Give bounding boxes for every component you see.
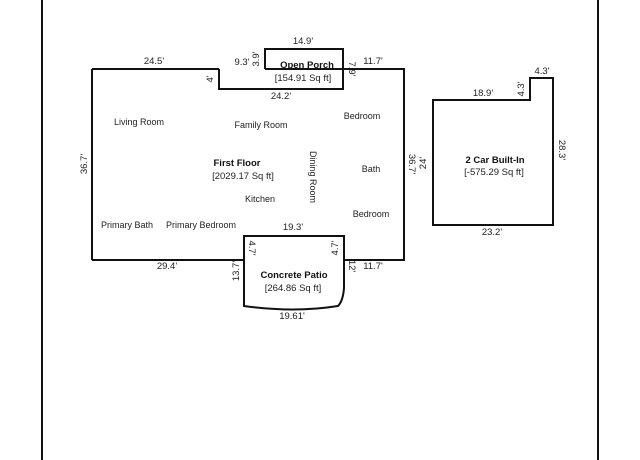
dim-patio-left-inner: 4.7': [246, 240, 257, 255]
room-bedroom-bottom: Bedroom: [353, 209, 390, 219]
room-dining-room: Dining Room: [308, 151, 318, 203]
first-floor-area: [2029.17 Sq ft]: [212, 171, 274, 182]
dim-patio-bottom: 19.61': [279, 311, 305, 322]
dim-garage-top: 18.9': [473, 88, 493, 99]
concrete-patio-area: [264.86 Sq ft]: [265, 283, 322, 294]
dim-right-side: 36.7': [406, 154, 417, 174]
open-porch-title: Open Porch: [280, 60, 334, 71]
garage-title: 2 Car Built-In: [465, 155, 524, 166]
dim-garage-notch-side: 4.3': [516, 81, 527, 96]
dim-patio-right-side: 12': [346, 260, 357, 273]
dim-patio-left-side: 13.7': [231, 261, 242, 281]
dim-porch-top: 14.9': [293, 36, 313, 47]
room-bath: Bath: [362, 164, 381, 174]
first-floor-title: First Floor: [214, 158, 261, 169]
dim-porch-left-seg: 9.3': [234, 57, 249, 68]
room-primary-bedroom: Primary Bedroom: [166, 220, 236, 230]
dim-top-left: 24.5': [144, 56, 164, 67]
dim-porch-bottom: 24.2': [271, 91, 291, 102]
dim-garage-left: 24': [418, 157, 429, 170]
dim-left-side: 36.7': [79, 154, 90, 174]
first-floor-outline: [92, 68, 405, 261]
dim-garage-notch-top: 4.3': [534, 66, 549, 77]
room-primary-bath: Primary Bath: [101, 220, 153, 230]
open-porch-area: [154.91 Sq ft]: [275, 73, 332, 84]
dim-bottom-left: 29.4': [157, 261, 177, 272]
room-living-room: Living Room: [114, 117, 164, 127]
dim-patio-inner-top: 19.3': [283, 222, 303, 233]
concrete-patio-title: Concrete Patio: [260, 270, 327, 281]
dim-porch-right-side: 7.9': [346, 61, 357, 76]
room-family-room: Family Room: [234, 120, 287, 130]
dim-top-right: 11.7': [363, 56, 383, 67]
dim-bottom-right: 11.7': [363, 261, 383, 272]
dim-porch-left-side: 3.9': [251, 51, 262, 66]
dim-patio-right-inner: 4.7': [330, 240, 341, 255]
room-bedroom-top: Bedroom: [344, 111, 381, 121]
room-kitchen: Kitchen: [245, 194, 275, 204]
dim-porch-inner-left: 4': [205, 75, 216, 82]
dim-garage-right: 28.3': [556, 140, 567, 160]
concrete-patio-outline: [243, 235, 345, 311]
dim-garage-bottom: 23.2': [482, 227, 502, 238]
garage-area: [-575.29 Sq ft]: [464, 167, 524, 178]
garage-outline: [432, 77, 554, 226]
open-porch-outline: [218, 48, 344, 90]
